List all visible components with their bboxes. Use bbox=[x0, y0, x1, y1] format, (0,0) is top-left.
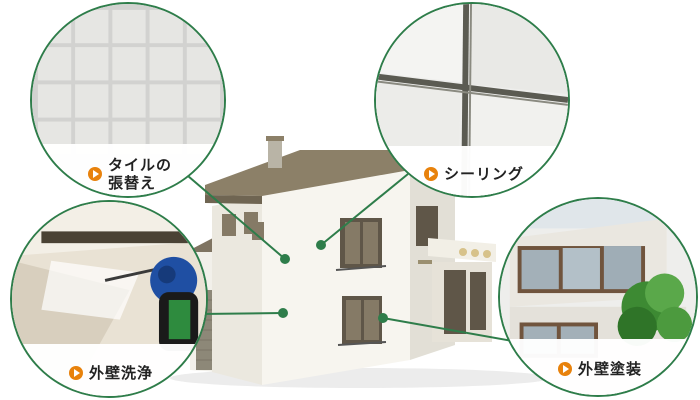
wall-painting-text: 外壁塗装 bbox=[577, 360, 642, 378]
sealing-text: シーリング bbox=[443, 165, 524, 183]
tile-replacement-bubble[interactable]: タイルの 張替え bbox=[30, 2, 226, 198]
play-arrow-icon bbox=[68, 366, 83, 380]
wall-washing-text: 外壁洗浄 bbox=[88, 364, 153, 382]
wall-painting-label: 外壁塗装 bbox=[500, 339, 696, 395]
sealing-bubble[interactable]: シーリング bbox=[374, 2, 570, 198]
tile-replacement-text-line1: タイルの bbox=[107, 156, 172, 174]
play-arrow-icon bbox=[557, 362, 572, 376]
sealing-label: シーリング bbox=[376, 146, 568, 196]
tile-replacement-label: タイルの 張替え bbox=[32, 144, 224, 196]
wall-painting-bubble[interactable]: 外壁塗装 bbox=[498, 197, 698, 397]
wall-washing-label: 外壁洗浄 bbox=[12, 344, 206, 396]
wall-washing-bubble[interactable]: 外壁洗浄 bbox=[10, 200, 208, 398]
play-arrow-icon bbox=[87, 167, 102, 181]
play-arrow-icon bbox=[423, 167, 438, 181]
tile-replacement-text-line2: 張替え bbox=[107, 174, 156, 192]
